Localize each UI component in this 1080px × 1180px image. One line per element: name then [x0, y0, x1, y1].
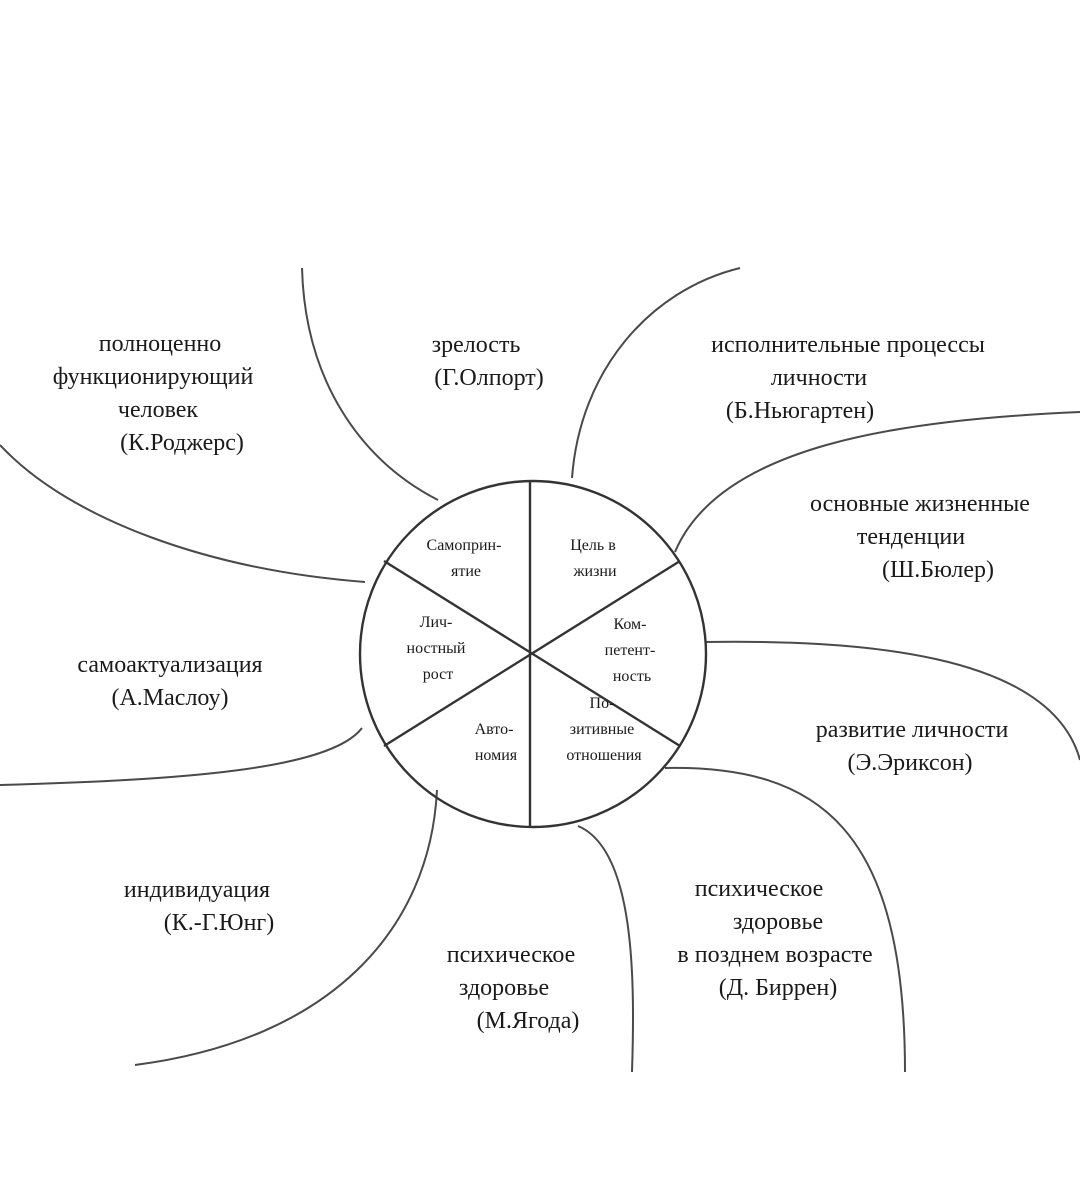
sector-label-samoprinyatie: Самоприн- ятие	[427, 537, 506, 580]
sector-divider-diagonal-2	[383, 559, 681, 748]
connector-neugarten	[571, 267, 741, 479]
center-sector-labels: Самоприн- ятие Цель в жизни Ком- петент-…	[407, 537, 660, 764]
concept-birren: психическое здоровье в позднем возрасте …	[677, 876, 878, 1001]
concept-erikson: развитие личности (Э.Эриксон)	[816, 717, 1015, 776]
connector-jahoda	[577, 825, 635, 1073]
connector-maslow	[0, 727, 363, 786]
sector-label-pozitivnye: По- зитивные отношения	[566, 695, 642, 764]
concept-neugarten: исполнительные процессы личности (Б.Ньюг…	[711, 332, 991, 424]
concept-maslow: самоактуализация (А.Маслоу)	[77, 652, 268, 711]
sector-label-lichnostnyi: Лич- ностный рост	[407, 614, 470, 683]
concept-rogers: полноценно функционирующий человек (К.Ро…	[53, 331, 260, 456]
connector-rogers	[0, 444, 366, 583]
sector-label-kompetentnost: Ком- петент- ность	[605, 616, 660, 685]
concept-buhler: основные жизненные тенденции (Ш.Бюлер)	[810, 491, 1036, 583]
center-circle	[358, 479, 708, 829]
concept-jahoda: психическое здоровье (М.Ягода)	[447, 942, 582, 1034]
sector-label-avtonomiya: Авто- номия	[475, 721, 518, 764]
connector-erikson	[704, 640, 1080, 761]
concept-jung: индивидуация (К.-Г.Юнг)	[124, 877, 276, 936]
sector-label-cel: Цель в жизни	[570, 537, 620, 580]
outer-concept-labels: полноценно функционирующий человек (К.Ро…	[53, 331, 1036, 1034]
connector-curves	[0, 267, 1080, 1073]
concept-allport: зрелость (Г.Олпорт)	[432, 332, 544, 391]
connector-jung	[134, 789, 438, 1066]
connector-birren	[664, 766, 906, 1073]
connector-allport	[301, 267, 439, 501]
connector-buhler	[674, 411, 1080, 553]
center-circle-outline	[358, 479, 708, 829]
